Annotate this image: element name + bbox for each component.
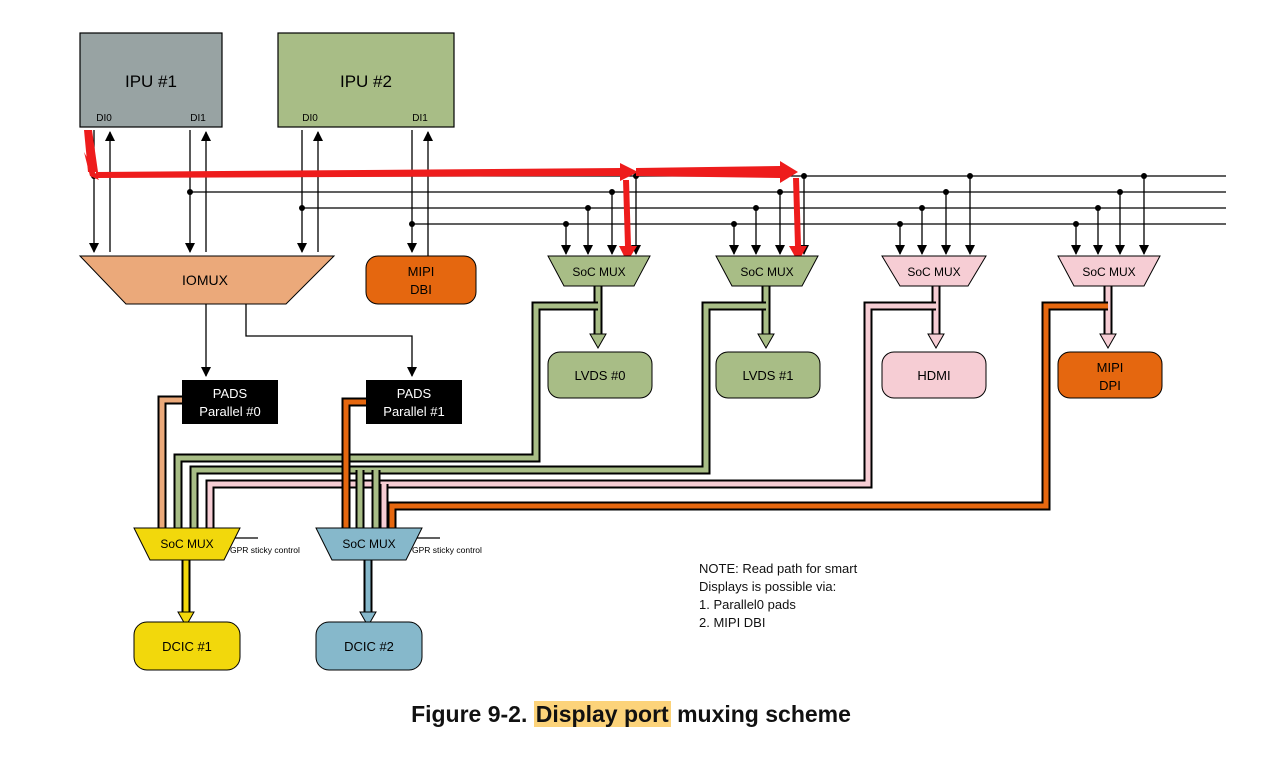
soc-mux-lvds0: SoC MUX (547, 255, 651, 287)
pads-parallel1-block: PADS Parallel #1 (366, 380, 462, 424)
mipi-dpi-label-2: DPI (1099, 378, 1121, 393)
caption-suffix: muxing scheme (670, 701, 851, 727)
note-line-2: Displays is possible via: (699, 579, 837, 594)
dcic1-label: DCIC #1 (162, 639, 212, 654)
pads1-label-1: PADS (397, 386, 432, 401)
red-arrow-down-mux1 (619, 180, 637, 262)
caption-prefix: Figure 9-2. (411, 701, 534, 727)
red-arrow-horizontal (96, 163, 638, 181)
read-path-note: NOTE: Read path for smart Displays is po… (699, 560, 857, 632)
ipu1-block: IPU #1 DI0 DI1 (79, 32, 223, 128)
ipu1-label: IPU #1 (125, 72, 177, 91)
note-item-1: 1. Parallel0 pads (699, 597, 796, 612)
lvds1-block: LVDS #1 (715, 351, 821, 399)
mipi-dbi-label-2: DBI (410, 282, 432, 297)
red-highlight-arrows (84, 130, 807, 262)
ipu2-label: IPU #2 (340, 72, 392, 91)
ipu1-di0-label: DI0 (96, 113, 112, 124)
lvds1-label: LVDS #1 (742, 368, 793, 383)
soc-mux-dcic1: SoC MUX GPR sticky control (133, 527, 300, 561)
mipi-dpi-label-1: MIPI (1097, 360, 1124, 375)
soc-mux-lvds1: SoC MUX (715, 255, 819, 287)
hdmi-label: HDMI (917, 368, 950, 383)
note-line-1: NOTE: Read path for smart (699, 561, 858, 576)
soc-mux-mipi-dpi-label: SoC MUX (1082, 265, 1135, 279)
caption-highlight: Display port (533, 701, 671, 727)
soc-mux-hdmi-label: SoC MUX (907, 265, 960, 279)
signal-buses (89, 130, 1226, 539)
mipi-dpi-block: MIPI DPI (1057, 351, 1163, 399)
wide-bus-connections (157, 286, 1113, 612)
iomux-block: IOMUX (78, 255, 336, 305)
ipu1-di1-label: DI1 (190, 113, 206, 124)
gpr-label-2: GPR sticky control (412, 545, 482, 555)
gpr-label-1: GPR sticky control (230, 545, 300, 555)
junction-dots (91, 173, 1147, 227)
soc-mux-dcic2-label: SoC MUX (342, 537, 395, 551)
display-muxing-diagram: IPU #1 DI0 DI1 IPU #2 DI0 DI1 IOMUX MIPI… (78, 32, 1226, 671)
red-arrow-down-mux2 (789, 178, 807, 262)
dcic2-block: DCIC #2 (315, 621, 423, 671)
pads0-label-1: PADS (213, 386, 248, 401)
soc-mux-dcic2: SoC MUX GPR sticky control (315, 527, 482, 561)
iomux-label: IOMUX (182, 272, 229, 288)
mipi-dbi-block: MIPI DBI (365, 255, 477, 305)
soc-mux-lvds1-label: SoC MUX (740, 265, 793, 279)
soc-mux-hdmi: SoC MUX (881, 255, 987, 287)
pads-parallel0-block: PADS Parallel #0 (182, 380, 278, 424)
wide-arrow-heads (177, 333, 1117, 628)
soc-mux-lvds0-label: SoC MUX (572, 265, 625, 279)
soc-mux-mipi-dpi: SoC MUX (1057, 255, 1161, 287)
lvds0-block: LVDS #0 (547, 351, 653, 399)
figure-caption: Figure 9-2. Display port muxing scheme (0, 701, 1262, 728)
pads0-label-2: Parallel #0 (199, 404, 260, 419)
ipu2-di0-label: DI0 (302, 113, 318, 124)
dcic1-block: DCIC #1 (133, 621, 241, 671)
ipu2-block: IPU #2 DI0 DI1 (277, 32, 455, 128)
note-item-2: 2. MIPI DBI (699, 615, 766, 630)
pads1-label-2: Parallel #1 (383, 404, 444, 419)
hdmi-block: HDMI (881, 351, 987, 399)
mipi-dbi-label-1: MIPI (408, 264, 435, 279)
ipu2-di1-label: DI1 (412, 113, 428, 124)
soc-mux-dcic1-label: SoC MUX (160, 537, 213, 551)
lvds0-label: LVDS #0 (574, 368, 625, 383)
dcic2-label: DCIC #2 (344, 639, 394, 654)
